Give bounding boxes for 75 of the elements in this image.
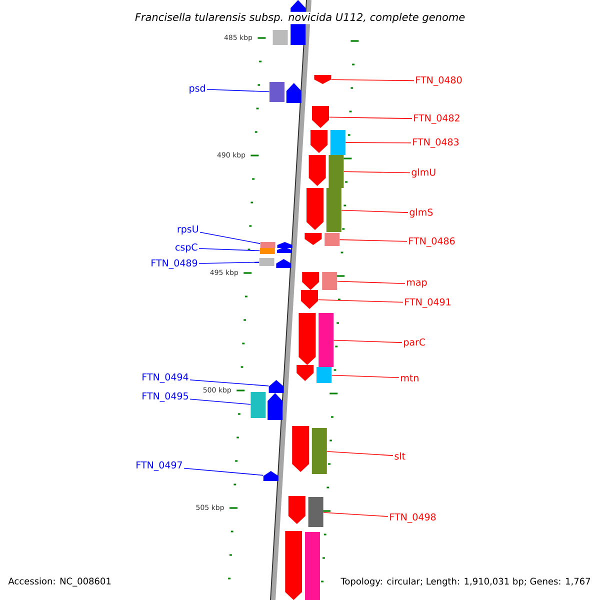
leader-line bbox=[323, 512, 388, 517]
gene-shape bbox=[276, 259, 292, 268]
gene-box bbox=[260, 248, 275, 254]
leader-line bbox=[318, 299, 404, 303]
gene-label: glmS bbox=[410, 208, 433, 218]
gene-shape bbox=[308, 155, 326, 186]
leader-line bbox=[190, 398, 251, 405]
gene-shape bbox=[263, 471, 278, 481]
title: Francisella tularensis subsp. novicida U112, complete genome bbox=[134, 12, 466, 24]
gene-label: cspC bbox=[175, 243, 198, 253]
leader-line bbox=[331, 79, 414, 82]
gene-label: FTN_0497 bbox=[136, 461, 182, 471]
gene-label: FTN_0480 bbox=[416, 76, 462, 86]
gene-label: FTN_0486 bbox=[409, 237, 455, 247]
leader-line bbox=[326, 451, 394, 456]
gene-box bbox=[308, 497, 324, 527]
gene-box bbox=[316, 367, 332, 383]
gene-label: FTN_0483 bbox=[413, 138, 459, 148]
gene-label: FTN_0491 bbox=[405, 298, 450, 308]
gene-box bbox=[305, 532, 320, 600]
gene-box bbox=[322, 272, 338, 290]
gene-shape bbox=[277, 242, 292, 248]
gene-shape bbox=[301, 290, 318, 309]
gene-shape bbox=[277, 247, 292, 253]
gene-box bbox=[330, 130, 346, 155]
gene-shape bbox=[286, 83, 302, 103]
gene-shape bbox=[306, 188, 324, 230]
leader-line bbox=[184, 468, 264, 476]
gene-box bbox=[270, 82, 284, 102]
leader-line bbox=[206, 88, 270, 92]
leader-line bbox=[328, 116, 412, 119]
leader-line bbox=[190, 380, 269, 386]
gene-box bbox=[318, 313, 334, 367]
leader-line bbox=[344, 171, 410, 174]
gene-label: FTN_0495 bbox=[142, 392, 188, 402]
footer-text: Topology: circular; Length: 1,910,031 bp; Genes: 1,767 bbox=[340, 576, 592, 588]
gene-shape bbox=[268, 380, 284, 393]
gene-label: parC bbox=[404, 338, 426, 348]
gene-box bbox=[259, 258, 274, 266]
leader-line bbox=[345, 142, 412, 144]
gene-shape bbox=[310, 130, 328, 153]
gene-shape bbox=[288, 496, 306, 524]
gene-label: FTN_0482 bbox=[414, 114, 460, 124]
gene-box bbox=[328, 155, 344, 188]
gene-label: FTN_0494 bbox=[142, 373, 188, 383]
gene-shape bbox=[302, 272, 320, 290]
leader-line bbox=[336, 280, 406, 284]
gene-shape bbox=[312, 106, 329, 128]
gene-shape bbox=[292, 426, 310, 472]
gene-shape bbox=[304, 233, 322, 245]
gene-label: mtn bbox=[401, 374, 418, 382]
gene-label: glmU bbox=[412, 168, 436, 178]
leader-line bbox=[331, 374, 400, 378]
leader-line bbox=[200, 232, 260, 244]
gene-shape bbox=[296, 365, 314, 381]
gene-box bbox=[324, 233, 340, 246]
gene-box bbox=[250, 392, 266, 418]
gene-label: rpsU bbox=[178, 226, 198, 234]
gene-box bbox=[326, 188, 342, 232]
gene-label: slt bbox=[394, 452, 406, 460]
gene-shape bbox=[285, 531, 302, 600]
gene-box bbox=[272, 30, 288, 45]
leader-line bbox=[339, 239, 408, 242]
leader-line bbox=[341, 210, 408, 213]
leader-line bbox=[198, 262, 260, 264]
gene-box bbox=[260, 242, 276, 248]
gene-label: FTN_0489 bbox=[152, 259, 198, 269]
gene-label: FTN_0498 bbox=[390, 513, 436, 523]
gene-label: map bbox=[407, 280, 427, 288]
footer-text: Accession: NC_008601 bbox=[7, 576, 112, 588]
leader-line bbox=[198, 248, 260, 252]
gene-box bbox=[312, 428, 327, 474]
gene-label: psd bbox=[190, 84, 205, 94]
leader-line bbox=[333, 340, 402, 343]
gene-shape bbox=[314, 75, 332, 84]
